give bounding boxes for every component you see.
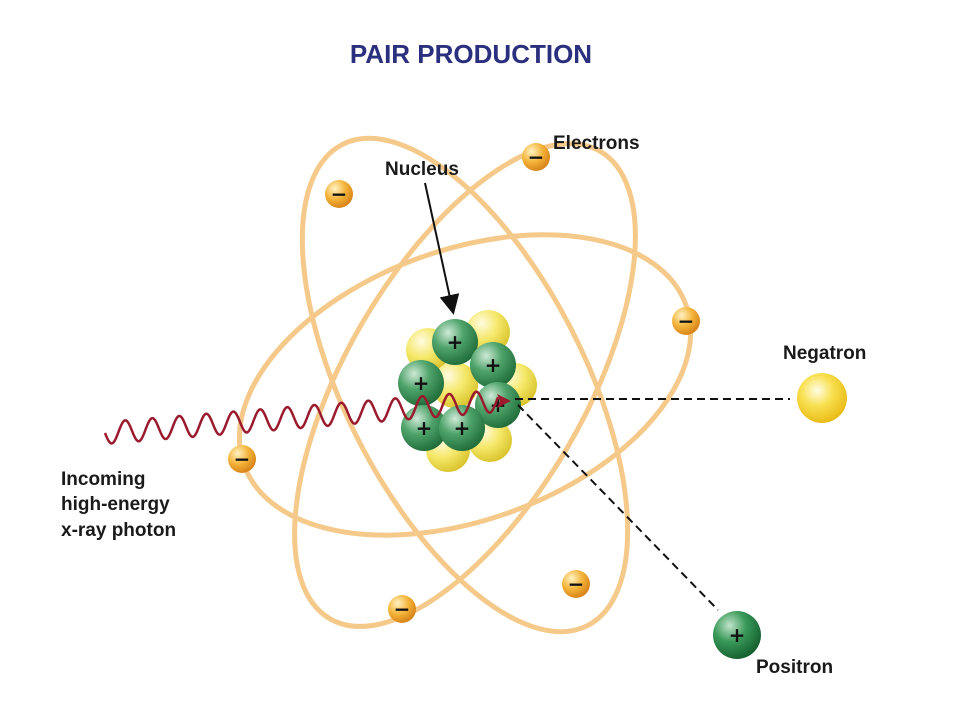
neutron <box>432 362 478 408</box>
electron: − <box>562 570 590 598</box>
label-nucleus: Nucleus <box>385 159 459 180</box>
negatron-particle <box>797 373 847 423</box>
plus-sign: + <box>485 353 502 377</box>
incoming-photon-wave <box>103 390 500 445</box>
electron: − <box>228 445 256 473</box>
diagram-title: PAIR PRODUCTION <box>350 39 592 69</box>
minus-sign: − <box>331 182 348 206</box>
positron-particle: + <box>713 611 761 659</box>
minus-sign: − <box>678 309 695 333</box>
electron: − <box>325 180 353 208</box>
label-photon-line-1: Incoming <box>61 469 145 490</box>
electron: − <box>388 595 416 623</box>
plus-sign: + <box>416 416 433 440</box>
minus-sign: − <box>394 597 411 621</box>
minus-sign: − <box>234 447 251 471</box>
proton: + <box>439 405 485 451</box>
nucleus: + + + + + + <box>398 310 537 472</box>
positron-path <box>517 404 719 611</box>
electron: − <box>522 143 550 171</box>
label-negatron: Negatron <box>783 343 866 364</box>
plus-sign: + <box>454 416 471 440</box>
proton: + <box>432 319 478 365</box>
minus-sign: − <box>568 572 585 596</box>
label-electrons: Electrons <box>553 133 640 154</box>
plus-sign: + <box>413 371 430 395</box>
electron-orbits <box>236 135 694 635</box>
plus-sign: + <box>490 393 507 417</box>
label-photon-line-3: x-ray photon <box>61 520 176 541</box>
plus-sign: + <box>729 623 746 647</box>
proton: + <box>398 360 444 406</box>
label-positron: Positron <box>756 657 833 678</box>
orbit-3 <box>292 141 638 629</box>
photon-arrowhead <box>497 394 511 408</box>
nucleus-pointer-arrow <box>424 182 460 315</box>
proton: + <box>470 342 516 388</box>
label-photon-line-2: high-energy <box>61 494 170 515</box>
orbit-2 <box>299 135 631 635</box>
electron: − <box>672 307 700 335</box>
plus-sign: + <box>447 330 464 354</box>
minus-sign: − <box>528 145 545 169</box>
